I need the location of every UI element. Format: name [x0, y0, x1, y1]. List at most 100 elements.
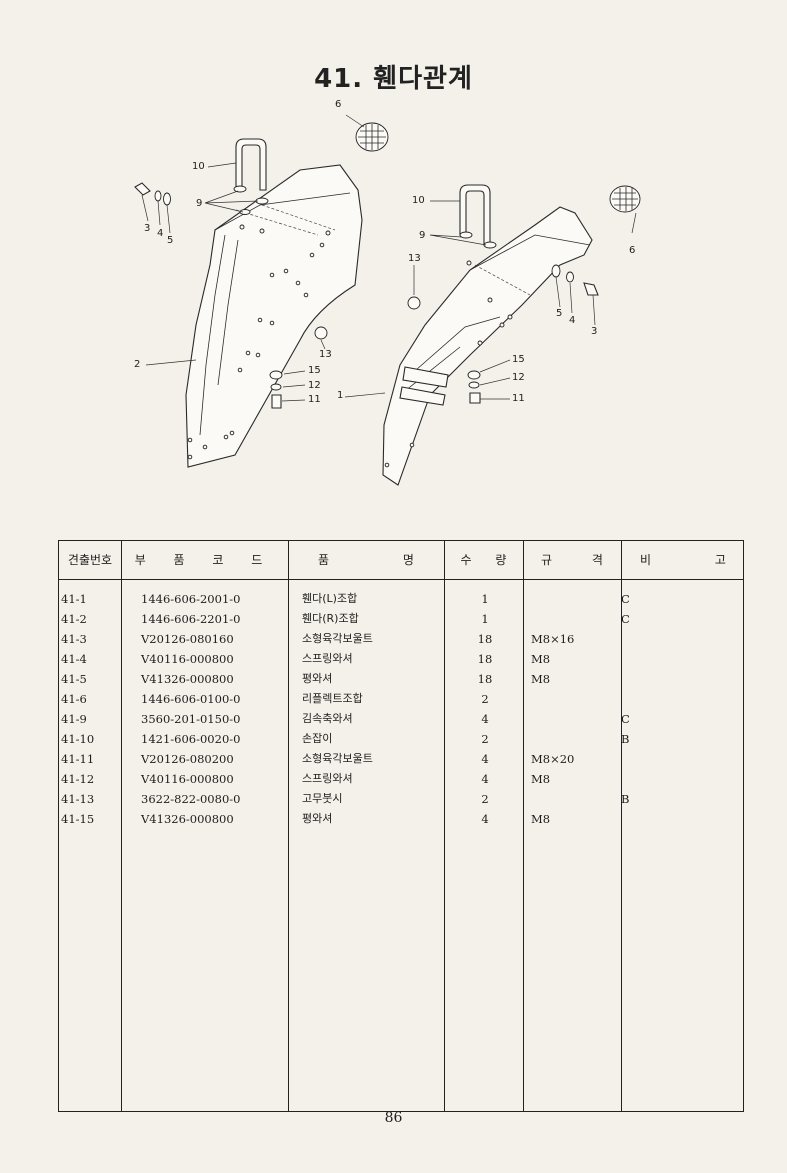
- cell-name: 휀다(L)조합: [302, 592, 358, 605]
- cell-no: 41-2: [61, 612, 87, 626]
- cell-name: 소형육각보울트: [302, 752, 373, 765]
- cell-spec: M8: [531, 652, 551, 666]
- callout-9-left: 9: [196, 198, 203, 209]
- cell-no: 41-3: [61, 632, 87, 646]
- cell-code: 1446-606-2201-0: [141, 612, 241, 626]
- cell-code: V41326-000800: [141, 672, 234, 686]
- cell-spec: M8×20: [531, 752, 575, 766]
- cell-no: 41-11: [61, 752, 95, 766]
- header-note: 비 고: [640, 553, 726, 567]
- cell-code: V40116-000800: [141, 652, 234, 666]
- cell-qty: 4: [481, 752, 489, 766]
- table-header: 견출번호 부 품 코 드 품 명 수 량 규 격 비 고: [59, 541, 743, 580]
- cell-no: 41-1: [61, 592, 87, 606]
- cell-no: 41-9: [61, 712, 87, 726]
- header-no: 견출번호: [67, 553, 113, 567]
- callout-6-left: 6: [335, 99, 342, 110]
- cell-name: 김속축와셔: [302, 712, 353, 725]
- cell-code: V40116-000800: [141, 772, 234, 786]
- cell-qty: 18: [477, 632, 493, 646]
- diagram-labels: 6 10 9 3 4 5 2 13 15 12 11 10 9 13 6 5 4…: [0, 95, 787, 515]
- cell-no: 41-12: [61, 772, 95, 786]
- cell-name: 휀다(R)조합: [302, 612, 359, 625]
- callout-10-left: 10: [192, 161, 205, 172]
- callout-4-left: 4: [157, 228, 164, 239]
- fender-left-drawing: [185, 164, 363, 468]
- cell-qty: 2: [481, 692, 489, 706]
- callout-11-left: 11: [308, 394, 321, 405]
- callout-3-left: 3: [144, 223, 151, 234]
- column-divider: [121, 541, 122, 1111]
- cell-code: 3560-201-0150-0: [141, 712, 241, 726]
- callout-13-right: 13: [408, 253, 421, 264]
- cell-qty: 18: [477, 652, 493, 666]
- cell-code: 1421-606-0020-0: [141, 732, 241, 746]
- cell-name: 평와셔: [302, 812, 333, 825]
- cell-name: 스프링와셔: [302, 652, 353, 665]
- cell-note: C: [621, 612, 630, 626]
- cell-name: 리플렉트조합: [302, 692, 363, 705]
- cell-note: B: [621, 792, 630, 806]
- cell-spec: M8×16: [531, 632, 575, 646]
- column-divider: [523, 541, 524, 1111]
- callout-4-right: 4: [569, 315, 576, 326]
- cell-spec: M8: [531, 672, 551, 686]
- table-row: 41-15 V41326-000800 평와셔 4 M8: [59, 809, 743, 829]
- header-spec: 규 격: [541, 553, 603, 567]
- cell-name: 손잡이: [302, 732, 333, 745]
- table-row: 41-2 1446-606-2201-0 휀다(R)조합 1 C: [59, 609, 743, 629]
- cell-no: 41-5: [61, 672, 87, 686]
- cell-qty: 18: [477, 672, 493, 686]
- table-row: 41-4 V40116-000800 스프링와셔 18 M8: [59, 649, 743, 669]
- callout-12-right: 12: [512, 372, 525, 383]
- cell-no: 41-10: [61, 732, 95, 746]
- header-qty: 수 량: [460, 553, 507, 567]
- cell-name: 고무붓시: [302, 792, 343, 805]
- cell-code: V41326-000800: [141, 812, 234, 826]
- cell-note: C: [621, 592, 630, 606]
- cell-qty: 4: [481, 772, 489, 786]
- cell-qty: 2: [481, 732, 489, 746]
- cell-note: B: [621, 732, 630, 746]
- callout-15-right: 15: [512, 354, 525, 365]
- callout-10-right: 10: [412, 195, 425, 206]
- cell-code: 1446-606-0100-0: [141, 692, 241, 706]
- column-divider: [288, 541, 289, 1111]
- cell-qty: 1: [481, 612, 489, 626]
- callout-15-left: 15: [308, 365, 321, 376]
- callout-12-left: 12: [308, 380, 321, 391]
- column-divider: [621, 541, 622, 1111]
- table-row: 41-11 V20126-080200 소형육각보울트 4 M8×20: [59, 749, 743, 769]
- cell-qty: 1: [481, 592, 489, 606]
- cell-note: C: [621, 712, 630, 726]
- cell-spec: M8: [531, 772, 551, 786]
- table-row: 41-10 1421-606-0020-0 손잡이 2 B: [59, 729, 743, 749]
- cell-code: 3622-822-0080-0: [141, 792, 241, 806]
- column-divider: [444, 541, 445, 1111]
- header-name: 품 명: [318, 553, 414, 567]
- page-title: 41. 휀다관계: [314, 64, 473, 94]
- cell-spec: M8: [531, 812, 551, 826]
- callout-11-right: 11: [512, 393, 525, 404]
- parts-table: 견출번호 부 품 코 드 품 명 수 량 규 격 비 고 41-1 1446-60…: [58, 540, 744, 1112]
- page-number: 86: [384, 1110, 403, 1126]
- cell-no: 41-15: [61, 812, 95, 826]
- cell-qty: 4: [481, 812, 489, 826]
- callout-5-left: 5: [167, 235, 174, 246]
- cell-no: 41-4: [61, 652, 87, 666]
- cell-code: V20126-080200: [141, 752, 234, 766]
- cell-name: 스프링와셔: [302, 772, 353, 785]
- callout-3-right: 3: [591, 326, 598, 337]
- callout-5-right: 5: [556, 308, 563, 319]
- cell-code: V20126-080160: [141, 632, 234, 646]
- callout-9-right: 9: [419, 230, 426, 241]
- cell-no: 41-6: [61, 692, 87, 706]
- callout-13-left: 13: [319, 349, 332, 360]
- cell-name: 소형육각보울트: [302, 632, 373, 645]
- table-row: 41-3 V20126-080160 소형육각보울트 18 M8×16: [59, 629, 743, 649]
- cell-qty: 2: [481, 792, 489, 806]
